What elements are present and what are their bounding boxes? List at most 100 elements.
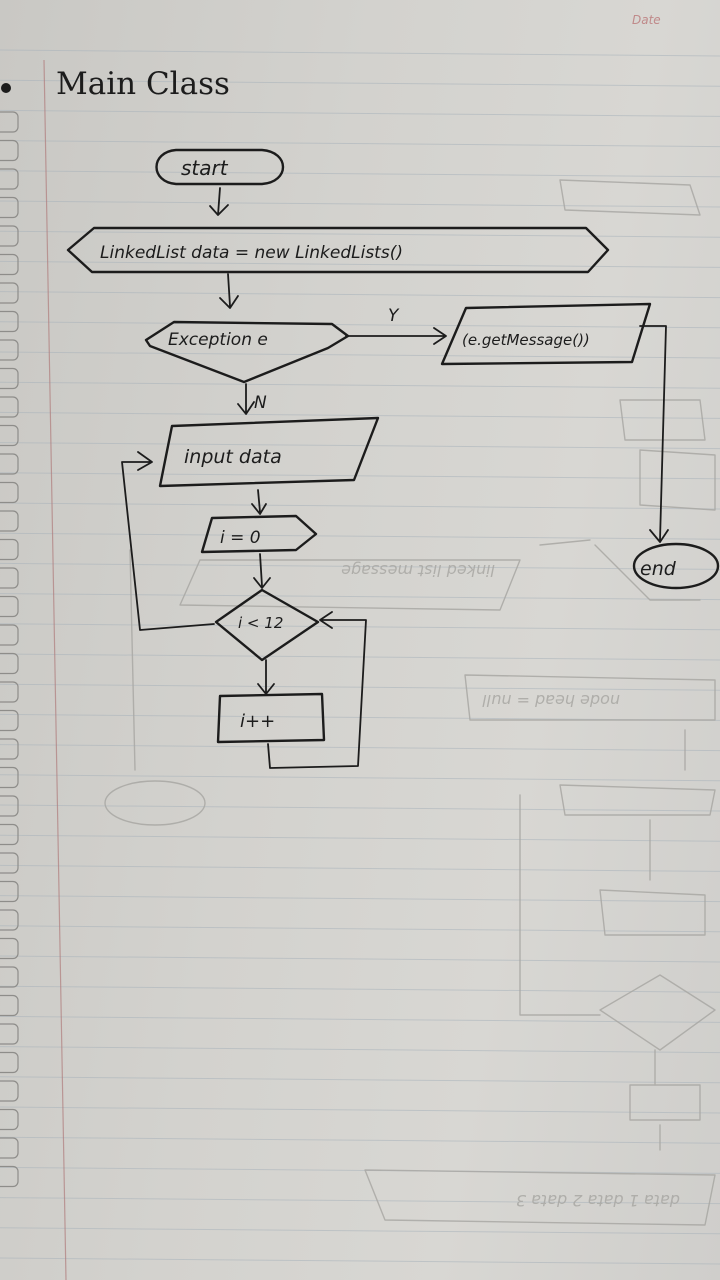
arrow-increment-to-condition: [267, 611, 367, 769]
rule-line: [0, 1166, 720, 1174]
page-title: Main Class: [56, 66, 230, 102]
rule-line: [0, 1197, 720, 1205]
binder-hole: [0, 1051, 19, 1074]
margin-line: [43, 59, 67, 1280]
binder-hole: [0, 139, 19, 162]
rule-line: [0, 834, 720, 842]
binder-holes: [0, 111, 19, 1188]
rule-line: [0, 683, 720, 691]
rule-line: [0, 1046, 720, 1054]
rule-line: [0, 140, 720, 148]
binder-hole: [0, 567, 19, 589]
binder-hole: [0, 880, 19, 903]
no-branch-label: N: [254, 393, 267, 413]
binder-hole: [0, 738, 19, 760]
binder-hole: [0, 966, 19, 988]
rule-line: [0, 49, 720, 57]
svg-text:node head = null: node head = null: [482, 691, 620, 710]
init-label: i = 0: [220, 528, 261, 548]
rule-line: [0, 1257, 720, 1265]
increment-process-box: i++: [216, 692, 326, 744]
exception-decision-diamond: Exception e: [144, 320, 350, 384]
arrow-exception-yes: [345, 327, 447, 345]
binder-hole: [0, 453, 19, 475]
binder-hole: [0, 1137, 19, 1159]
arrow-declare-to-exception: [219, 273, 239, 309]
binder-hole: [0, 225, 19, 247]
rule-line: [0, 1106, 720, 1114]
arrow-exception-no: [237, 383, 255, 415]
arrow-condition-to-increment: [257, 659, 275, 695]
binder-hole: [0, 310, 19, 333]
binder-hole: [0, 1023, 19, 1045]
binder-hole: [0, 1080, 19, 1102]
init-hexagon: i = 0: [200, 514, 318, 554]
binder-hole: [0, 681, 19, 703]
binder-hole: [0, 823, 19, 846]
arrow-input-to-init: [251, 489, 267, 515]
start-terminal: start: [155, 148, 285, 186]
error-output-label: (e.getMessage()): [462, 331, 590, 349]
binder-hole: [0, 795, 19, 817]
rule-line: [0, 744, 720, 752]
end-label: end: [640, 558, 677, 580]
binder-hole: [0, 111, 19, 133]
rule-line: [0, 230, 720, 238]
rule-line: [0, 532, 720, 540]
rule-line: [0, 411, 720, 419]
binder-hole: [0, 909, 19, 931]
increment-label: i++: [240, 711, 275, 732]
rule-line: [0, 623, 720, 631]
start-label: start: [181, 156, 229, 180]
rule-line: [0, 291, 720, 299]
input-parallelogram: input data: [158, 416, 380, 488]
binder-hole: [0, 852, 19, 874]
rule-line: [0, 321, 720, 329]
binder-hole: [0, 339, 19, 361]
rule-line: [0, 653, 720, 661]
margin-dot: [1, 83, 11, 93]
binder-hole: [0, 253, 19, 276]
rule-lines: [0, 49, 720, 1265]
rule-line: [0, 895, 720, 903]
arrow-condition-to-input: [121, 451, 215, 631]
arrow-error-to-end: [639, 325, 669, 543]
binder-hole: [0, 624, 19, 646]
rule-line: [0, 985, 720, 993]
rule-line: [0, 502, 720, 510]
rule-line: [0, 774, 720, 782]
binder-hole: [0, 1165, 19, 1188]
binder-hole: [0, 396, 19, 418]
binder-hole: [0, 367, 19, 390]
rule-line: [0, 925, 720, 933]
svg-text:linked list message: linked list message: [341, 561, 495, 580]
rule-line: [0, 864, 720, 872]
input-label: input data: [184, 446, 282, 468]
arrow-init-to-condition: [253, 553, 271, 589]
rule-line: [0, 381, 720, 389]
rule-line: [0, 593, 720, 601]
rule-line: [0, 442, 720, 450]
rule-line: [0, 170, 720, 178]
rule-line: [0, 472, 720, 480]
binder-hole: [0, 937, 19, 960]
binder-hole: [0, 168, 19, 190]
declare-label: LinkedList data = new LinkedLists(): [100, 243, 403, 263]
binder-hole: [0, 652, 19, 675]
svg-text:data 1 data 2 data 3: data 1 data 2 data 3: [516, 1191, 680, 1210]
rule-line: [0, 260, 720, 268]
rule-line: [0, 200, 720, 208]
arrow-start-to-declare: [209, 187, 229, 216]
rule-line: [0, 955, 720, 963]
binder-hole: [0, 481, 19, 504]
binder-hole: [0, 766, 19, 789]
binder-hole: [0, 282, 19, 304]
binder-hole: [0, 595, 19, 618]
rule-line: [0, 351, 720, 359]
yes-branch-label: Y: [388, 306, 400, 326]
exception-label: Exception e: [168, 330, 268, 350]
rule-line: [0, 1076, 720, 1084]
binder-hole: [0, 510, 19, 532]
